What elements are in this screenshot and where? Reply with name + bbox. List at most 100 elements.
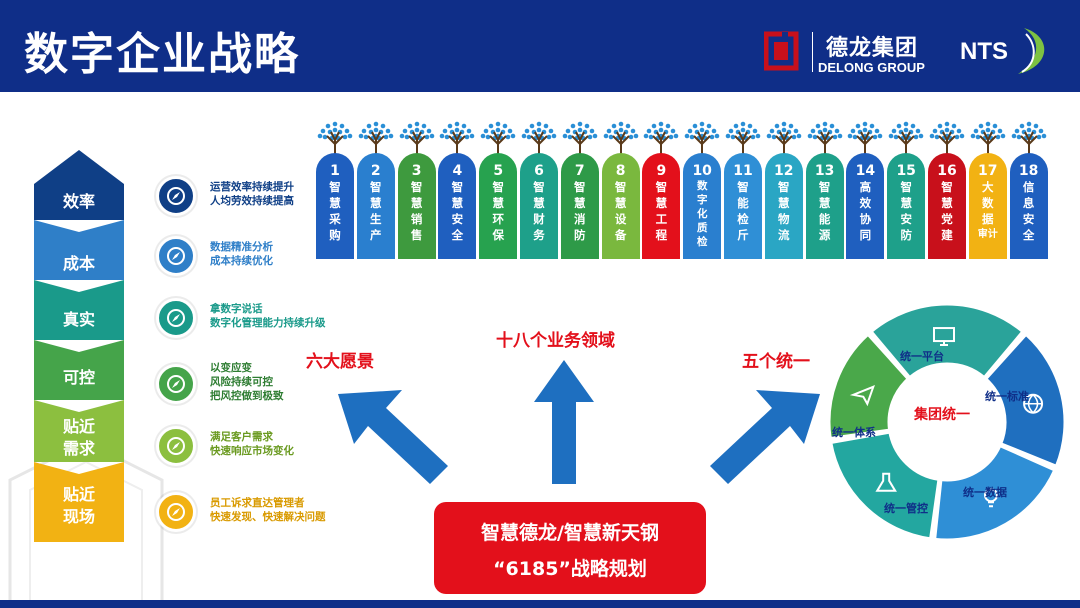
- delong-logo: [763, 30, 804, 71]
- column-text: 能: [737, 196, 749, 210]
- compass-icon: [156, 492, 196, 532]
- column-text: 智: [574, 180, 586, 194]
- column-number: 6: [534, 163, 544, 179]
- vision-description-line: 人均劳效持续提高: [210, 195, 294, 207]
- column-text: 慧: [329, 196, 341, 210]
- ring-segment: [827, 332, 911, 441]
- column-number: 15: [896, 163, 916, 179]
- tree-icon: [601, 118, 641, 156]
- ring-center: [891, 366, 1003, 478]
- column-text: 慧: [614, 196, 627, 210]
- vision-description-line: 快速响应市场变化: [210, 445, 294, 457]
- arrow-up-right-icon: [698, 380, 828, 494]
- vision-description-line: 风险持续可控: [210, 376, 273, 388]
- column-number: 3: [411, 163, 422, 179]
- tree-icon: [764, 118, 804, 156]
- tree-icon: [560, 118, 600, 156]
- column-text: 安: [1022, 212, 1035, 226]
- logo-chinese-name: 德龙集团: [826, 36, 919, 61]
- ring-segment: [829, 430, 941, 541]
- column-number: 11: [733, 163, 753, 179]
- ladder-label-line: 需求: [62, 439, 95, 458]
- column-text: 采: [329, 212, 341, 226]
- column-text: 慧: [941, 196, 953, 210]
- column-text: 设: [614, 212, 627, 226]
- column-text: 物: [778, 212, 790, 226]
- ladder-label: 可控: [62, 368, 95, 387]
- column-text: 售: [410, 228, 423, 242]
- tree-icon: [519, 118, 559, 156]
- nts-logo-text: NTS: [960, 38, 1008, 65]
- column-text: 字: [696, 194, 708, 206]
- ladder-segment: [34, 280, 124, 340]
- column-text: 信: [1022, 180, 1035, 194]
- logo-divider: [812, 32, 813, 72]
- vision-description-line: 数字化管理能力持续升级: [210, 317, 326, 329]
- column-text: 同: [859, 228, 872, 242]
- column-text: 全: [1022, 228, 1035, 242]
- column-text: 智: [655, 180, 668, 194]
- tree-icon: [1009, 118, 1049, 156]
- compass-icon: [156, 176, 196, 216]
- column-number: 13: [814, 163, 835, 179]
- column-text: 流: [778, 228, 790, 242]
- column-text: 化: [696, 208, 708, 220]
- column-text: 审计: [977, 229, 998, 240]
- strategy-box: 智慧德龙/智慧新天钢 “6185”战略规划: [434, 502, 706, 594]
- column-text: 慧: [492, 196, 504, 210]
- column-text: 源: [818, 228, 831, 242]
- column-text: 息: [1022, 196, 1035, 210]
- vision-description-line: 快速发现、快速解决问题: [210, 511, 326, 523]
- column-text: 安: [451, 212, 464, 226]
- column-number: 2: [370, 163, 381, 179]
- column-number: 8: [615, 163, 626, 179]
- vision-description-line: 把风控做到极致: [210, 390, 284, 402]
- column-text: 智: [778, 180, 790, 194]
- logo-english-name: DELONG GROUP: [818, 60, 925, 75]
- column-text: 环: [492, 212, 504, 226]
- header-bar: [0, 0, 1080, 92]
- column-text: 程: [655, 228, 668, 242]
- compass-icon: [156, 426, 196, 466]
- column-text: 慧: [778, 196, 790, 210]
- arrow-up-left-icon: [330, 380, 460, 494]
- column-text: 智: [941, 180, 953, 194]
- globe-icon: [1023, 393, 1044, 414]
- column-number: 12: [774, 163, 794, 179]
- column-text: 销: [410, 212, 423, 226]
- column-text: 智: [370, 180, 382, 194]
- tree-icon: [968, 118, 1008, 156]
- six-visions-label: 六大愿景: [306, 352, 374, 372]
- column-text: 能: [818, 212, 831, 226]
- tree-icon: [356, 118, 396, 156]
- vision-description-line: 以变应变: [210, 362, 252, 374]
- column-text: 数: [982, 196, 994, 210]
- ring-segment-label: 统一管控: [884, 502, 928, 515]
- monitor-icon: [932, 327, 955, 347]
- flask-icon: [875, 472, 897, 492]
- ladder-segment: [34, 150, 124, 220]
- ring-segment-label: 统一标准: [985, 390, 1029, 403]
- arrow-up-icon: [532, 358, 596, 492]
- column-text: 保: [492, 228, 504, 242]
- column-text: 智: [737, 180, 749, 194]
- column-text: 协: [859, 212, 872, 226]
- compass-icon: [156, 364, 196, 404]
- column-number: 1: [330, 163, 340, 179]
- column-text: 慧: [370, 196, 382, 210]
- column-text: 建: [941, 228, 953, 242]
- compass-icon: [156, 236, 196, 276]
